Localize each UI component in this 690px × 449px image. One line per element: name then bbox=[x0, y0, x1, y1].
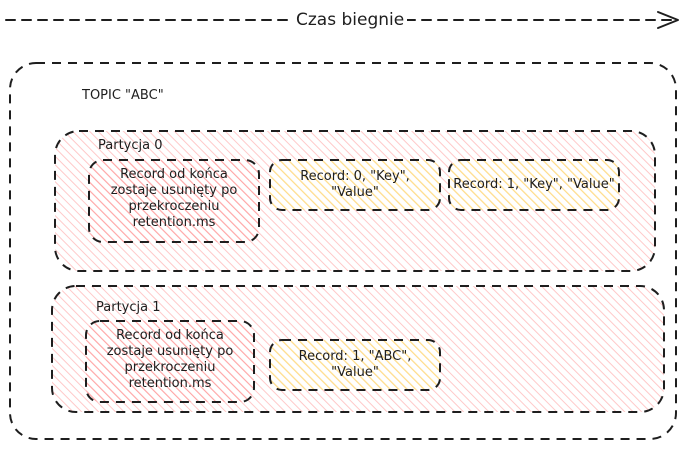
partition-0-record-0: Record: 0, "Key", "Value" bbox=[300, 169, 410, 200]
partition-0-record-0-box bbox=[269, 159, 441, 211]
partition-0-record-1-box bbox=[448, 159, 620, 211]
topic-container bbox=[9, 62, 677, 440]
partition-1-label: Partycja 1 bbox=[96, 300, 161, 315]
partition-1-record-0: Record: 1, "ABC", "Value" bbox=[298, 349, 412, 380]
topic-title: TOPIC "ABC" bbox=[82, 88, 164, 103]
partition-0-retention-note-box bbox=[88, 159, 260, 243]
timeline-arrowhead-icon bbox=[657, 11, 679, 29]
partition-1-record-0-box bbox=[269, 339, 441, 391]
partition-0-record-1: Record: 1, "Key", "Value" bbox=[453, 177, 615, 192]
partition-0-label: Partycja 0 bbox=[98, 138, 163, 153]
partition-0-retention-note: Record od końca zostaje usunięty po prze… bbox=[110, 167, 238, 230]
partition-1-retention-note-box bbox=[85, 320, 255, 403]
partition-1-retention-note: Record od końca zostaje usunięty po prze… bbox=[106, 328, 234, 391]
timeline-label: Czas biegnie bbox=[293, 10, 408, 30]
